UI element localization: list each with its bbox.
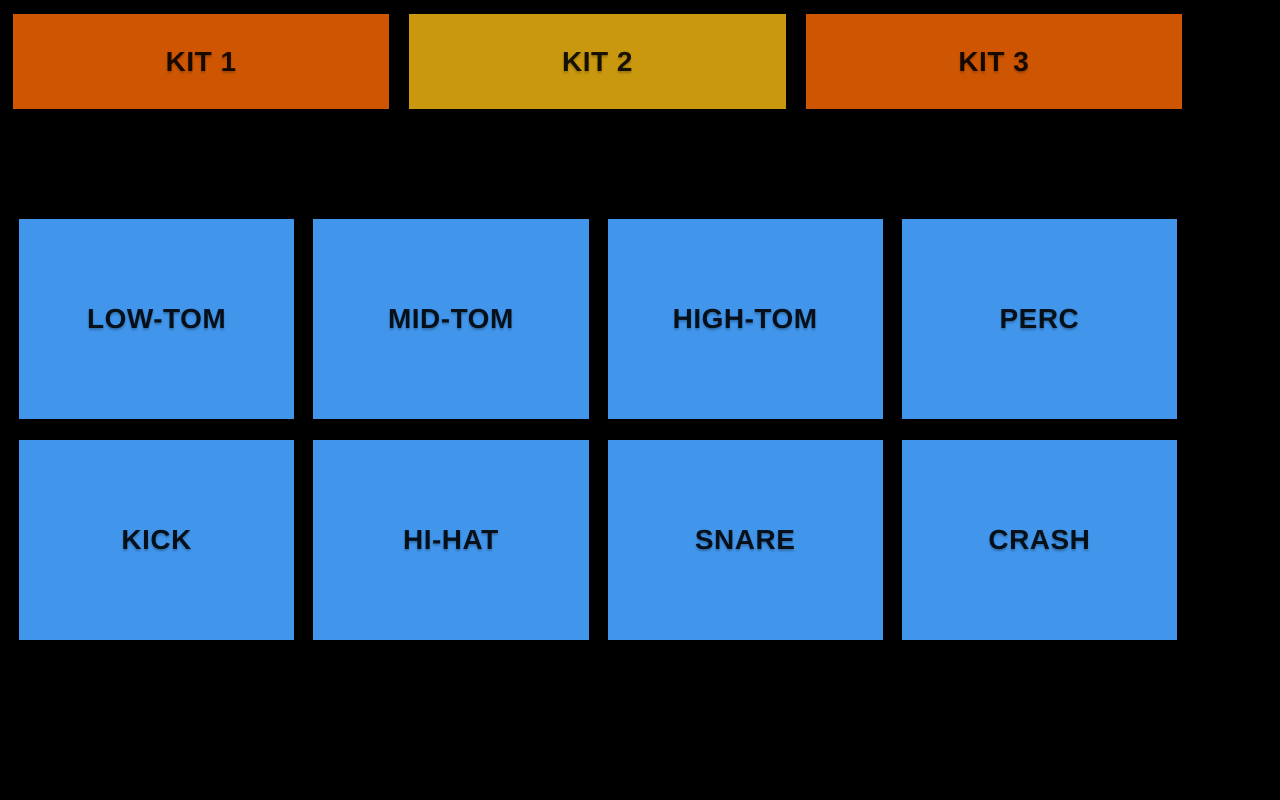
pad-perc[interactable]: PERC	[901, 219, 1177, 419]
android-nav-bar	[1184, 0, 1280, 800]
pad-kick[interactable]: KICK	[19, 440, 295, 640]
pad-mid-tom[interactable]: MID-TOM	[313, 219, 589, 419]
kit-3-button[interactable]: KIT 3	[805, 14, 1182, 109]
pad-low-tom[interactable]: LOW-TOM	[19, 219, 295, 419]
kit-selector-row: KIT 1 KIT 2 KIT 3	[13, 14, 1182, 109]
kit-2-button[interactable]: KIT 2	[409, 14, 786, 109]
pad-crash[interactable]: CRASH	[901, 440, 1177, 640]
pad-hi-hat[interactable]: HI-HAT	[313, 440, 589, 640]
pad-high-tom[interactable]: HIGH-TOM	[607, 219, 883, 419]
kit-1-button[interactable]: KIT 1	[13, 14, 390, 109]
drum-pad-grid: LOW-TOM MID-TOM HIGH-TOM PERC KICK HI-HA…	[19, 219, 1177, 640]
pad-snare[interactable]: SNARE	[607, 440, 883, 640]
